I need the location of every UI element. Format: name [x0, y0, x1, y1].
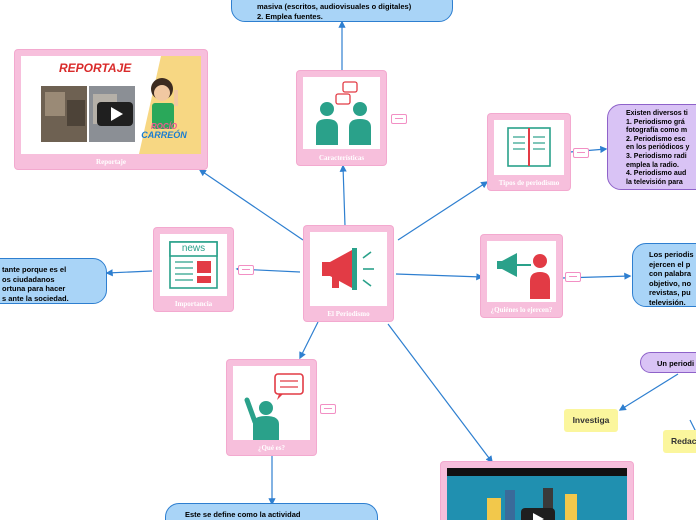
que-es-card[interactable]: ¿Qué es? — [227, 360, 316, 455]
importancia-note-icon[interactable] — [238, 265, 254, 275]
person-speech-icon — [244, 373, 304, 440]
two-people-chatting-icon — [316, 81, 371, 145]
reportaje-illustration — [21, 56, 201, 154]
importancia-card[interactable]: news Importancia — [154, 228, 233, 311]
tipos-caption: Tipos de periodismo — [498, 179, 560, 187]
open-book-icon — [507, 127, 551, 167]
reportaje-title: REPORTAJE — [59, 61, 132, 75]
play-triangle — [111, 107, 123, 121]
reportaje-logo: ROCÍO CARREÓN — [135, 122, 193, 140]
el-periodismo-caption: El Periodismo — [327, 310, 370, 318]
importancia-caption: Importancia — [174, 300, 213, 308]
newspaper-word: news — [181, 243, 206, 254]
caracteristicas-note-icon[interactable] — [391, 114, 407, 124]
caracteristicas-bubble[interactable]: masiva (escritos, audiovisuales o digita… — [231, 0, 453, 22]
reportaje-video-thumbnail[interactable]: REPORTAJE ROCÍO CARREÓN — [21, 56, 201, 154]
reportaje-logo-line1: ROCÍO — [150, 122, 178, 131]
chip-redacta[interactable]: Redac — [663, 430, 696, 453]
quienes-caption: ¿Quiénes lo ejercen? — [490, 306, 553, 314]
play-triangle — [533, 513, 544, 520]
periodista-bubble[interactable]: Un periodi — [640, 352, 696, 373]
person-with-megaphone-icon — [497, 253, 550, 299]
video-card[interactable] — [441, 462, 633, 520]
que-es-note-icon[interactable] — [320, 404, 336, 414]
que-es-caption: ¿Qué es? — [257, 444, 286, 452]
tipos-bubble[interactable]: Existen diversos ti 1. Periodismo grá fo… — [607, 104, 696, 190]
reportaje-card[interactable]: REPORTAJE ROCÍO CARREÓN Reportaje — [15, 50, 207, 169]
reportaje-caption: Reportaje — [96, 158, 126, 166]
caracteristicas-card[interactable]: Características — [297, 71, 386, 165]
newspaper-icon — [169, 241, 218, 289]
reportaje-logo-line2: CARREÓN — [141, 130, 187, 140]
quienes-note-icon[interactable] — [565, 272, 581, 282]
video-illustration — [447, 468, 627, 520]
megaphone-icon — [322, 248, 374, 290]
importancia-bubble[interactable]: tante porque es el os ciudadanos ortuna … — [0, 258, 107, 304]
quienes-bubble[interactable]: Los periodis ejercen el p con palabra ob… — [632, 243, 696, 307]
que-es-bubble[interactable]: Este se define como la actividad — [165, 503, 378, 520]
quienes-card[interactable]: ¿Quiénes lo ejercen? — [481, 235, 562, 317]
tipos-card[interactable]: Tipos de periodismo — [488, 114, 570, 190]
video-thumbnail[interactable] — [447, 468, 627, 520]
chip-investiga[interactable]: Investiga — [564, 409, 618, 432]
caracteristicas-caption: Características — [318, 154, 365, 162]
el-periodismo-card[interactable]: El Periodismo — [304, 226, 393, 321]
video-play-icon[interactable] — [521, 508, 555, 520]
tipos-note-icon[interactable] — [573, 148, 589, 158]
